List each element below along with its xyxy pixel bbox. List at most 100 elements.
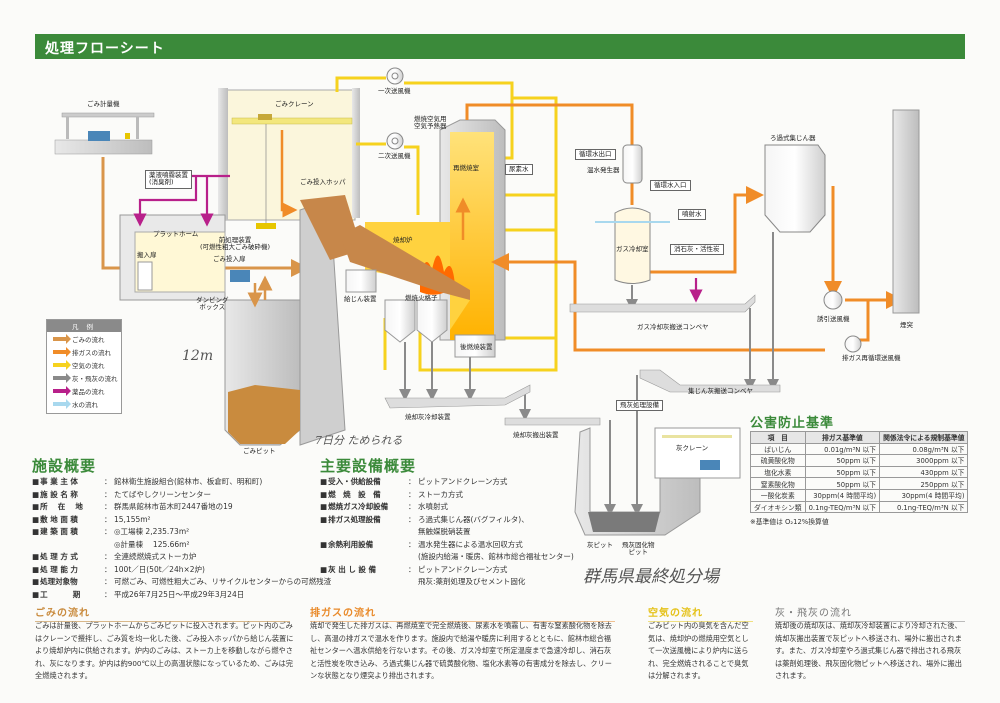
- legend-item-label: 薬品の流れ: [72, 387, 105, 396]
- label-spray-water: 噴射水: [678, 209, 706, 221]
- handwritten-landfill: 群馬県最終処分場: [583, 567, 719, 587]
- spec-key: 余熱利用設備: [320, 539, 408, 552]
- spec-key: 事 業 主 体: [32, 476, 104, 489]
- equipment-title: 主要設備概要: [320, 457, 417, 475]
- spec-key: 工 期: [32, 589, 104, 602]
- standards-title: 公害防止基準: [750, 416, 835, 431]
- legend-item-label: ごみの流れ: [72, 335, 105, 344]
- label-crusher: 前処理装置 (可燃性粗大ごみ破砕機): [200, 236, 271, 252]
- table-cell: 硫黄酸化物: [750, 454, 806, 467]
- spec-value: 平成26年7月25日〜平成29年3月24日: [114, 589, 245, 599]
- hot-water-generator: [622, 144, 643, 184]
- waste-pile: [228, 385, 300, 444]
- recirc-fan: [844, 335, 862, 353]
- legend-item: ごみの流れ: [47, 332, 121, 345]
- table-cell: 0.1ng-TEQ/m³N 以下: [804, 500, 881, 514]
- spec-key: 処 理 能 力: [32, 564, 104, 577]
- label-recirc-fan: 排ガス再循環送風機: [842, 354, 901, 362]
- flow-arrow-icon: [53, 385, 71, 396]
- weighbridge: [54, 112, 155, 155]
- bag-filter: [764, 144, 826, 233]
- table-header: 項 目: [750, 431, 806, 444]
- exhaust-flow-title: 排ガスの流れ: [310, 604, 615, 622]
- secondary-fan: [386, 132, 404, 150]
- table-cell: 0.08g/m³N 以下: [879, 442, 969, 456]
- label-ash-cooler: 焼却灰冷却装置: [405, 413, 451, 421]
- exhaust-flow-body: 焼却で発生した排ガスは、再燃焼室で完全燃焼後、尿素水を噴霧し、有害な窒素酸化物を…: [310, 621, 612, 680]
- spec-key: [320, 576, 408, 589]
- ash-truck-icon: [700, 460, 720, 470]
- equipment-spec-row: 灰 出 し 設 備：ピットアンドクレーン方式: [320, 564, 574, 577]
- spec-value: ろ過式集じん器(バグフィルタ)、: [418, 514, 529, 524]
- legend-item: 排ガスの流れ: [47, 345, 121, 358]
- table-cell: 50ppm 以下: [804, 465, 881, 479]
- label-air-preheater: 燃焼空気用 空気予熱器: [414, 115, 447, 131]
- waste-flow-title: ごみの流れ: [35, 604, 290, 622]
- table-cell: 30ppm(4 時間平均): [804, 488, 881, 502]
- label-secondary-fan: 二次送風機: [378, 152, 411, 160]
- spec-value: 群馬県館林市苗木町2447番地の19: [114, 502, 233, 511]
- table-cell: 50ppm 以下: [804, 477, 881, 490]
- spec-key: [320, 526, 408, 539]
- facility-spec-row: 処 理 方 式：全連続燃焼式ストーカ炉: [32, 551, 331, 564]
- table-cell: 塩化水素: [750, 465, 806, 479]
- facility-spec-row: 所 在 地：群馬県館林市苗木町2447番地の19: [32, 501, 331, 514]
- spec-value: 全連続燃焼式ストーカ炉: [114, 552, 197, 561]
- legend-item: 水の流れ: [47, 397, 121, 410]
- label-chimney: 煙突: [900, 321, 913, 329]
- waste-flow-body: ごみは計量後、プラットホームからごみピットに投入されます。ピット内のごみはクレー…: [35, 621, 294, 680]
- spec-value: ◎工場棟 2,235.73m²: [114, 527, 190, 536]
- table-cell: 0.01g/m³N 以下: [804, 442, 881, 456]
- spec-key: [32, 539, 104, 552]
- handwritten-storage-days: 7日分 ためられる: [315, 434, 403, 447]
- spec-value: 100t／日(50t／24h×2炉): [114, 564, 205, 574]
- table-cell: 一酸化炭素: [750, 488, 806, 502]
- table-cell: 250ppm 以下: [879, 477, 969, 490]
- dust-ash-conveyor: [639, 369, 781, 393]
- legend-item: 空気の流れ: [47, 358, 121, 371]
- equipment-spec-row: 燃 焼 設 備：ストーカ方式: [320, 489, 574, 502]
- flow-arrow-icon: [53, 346, 71, 357]
- table-cell: 3000ppm 以下: [879, 454, 969, 467]
- equipment-spec-row: 飛灰:薬剤処理及びセメント固化: [320, 576, 574, 589]
- label-hopper: ごみ投入ホッパ: [300, 178, 346, 186]
- label-deodorant-sprayer: 薬液噴霧装置 (消臭剤): [145, 170, 192, 189]
- label-induced-fan: 誘引送風機: [817, 315, 850, 323]
- crane-grab: [256, 223, 276, 229]
- legend-title: 凡 例: [47, 320, 121, 332]
- label-grate: 燃焼火格子: [405, 294, 438, 302]
- table-cell: ばいじん: [750, 442, 806, 456]
- label-fly-ash-pit: 飛灰固化物 ピット: [622, 541, 655, 557]
- spec-value: 温水発生器による温水回収方式: [418, 539, 523, 549]
- process-flow-diagram: [54, 67, 920, 536]
- gas-cooling-chamber: [614, 207, 651, 284]
- legend-item: 灰・飛灰の流れ: [47, 371, 121, 384]
- spec-key: 排ガス処理設備: [320, 514, 408, 527]
- spec-key: 燃焼ガス冷却設備: [320, 501, 408, 514]
- ash-flow-title: 灰・飛灰の流れ: [775, 604, 965, 622]
- facility-spec-row: 処理対象物：可燃ごみ、可燃性粗大ごみ、リサイクルセンターからの可燃残渣: [32, 576, 331, 589]
- spec-key: 処 理 方 式: [32, 551, 104, 564]
- standards-note: ※基準値は O₂12%換算値: [750, 518, 829, 526]
- spec-value: 無触媒脱硝装置: [418, 527, 471, 536]
- air-flow-body: ごみピット内の臭気を含んだ空気は、焼却炉の燃焼用空気として一次送風機により炉内に…: [648, 621, 749, 680]
- label-fly-ash-treatment: 飛灰処理設備: [616, 400, 663, 412]
- spec-value: 飛灰:薬剤処理及びセメント固化: [418, 577, 526, 586]
- spec-value: ピットアンドクレーン方式: [418, 564, 508, 574]
- spec-value: ◎計量棟 125.66m²: [114, 539, 190, 549]
- label-hot-water-gen: 温水発生器: [587, 166, 620, 174]
- legend: 凡 例 ごみの流れ排ガスの流れ空気の流れ灰・飛灰の流れ薬品の流れ水の流れ: [46, 319, 122, 414]
- label-ash-pit: 灰ピット: [587, 541, 613, 549]
- gas-cooler-ash-conveyor: [569, 294, 756, 313]
- label-circ-water-in: 循環水入口: [650, 180, 691, 192]
- ash-discharge-conveyor: [504, 417, 601, 426]
- table-cell: 50ppm 以下: [804, 454, 881, 467]
- spec-value: ピットアンドクレーン方式: [418, 477, 508, 486]
- handwritten-depth: 12m: [182, 348, 214, 364]
- equipment-spec-list: 受入・供給設備：ピットアンドクレーン方式燃 焼 設 備：ストーカ方式燃焼ガス冷却…: [320, 476, 574, 589]
- facility-spec-row: 工 期：平成26年7月25日〜平成29年3月24日: [32, 589, 331, 602]
